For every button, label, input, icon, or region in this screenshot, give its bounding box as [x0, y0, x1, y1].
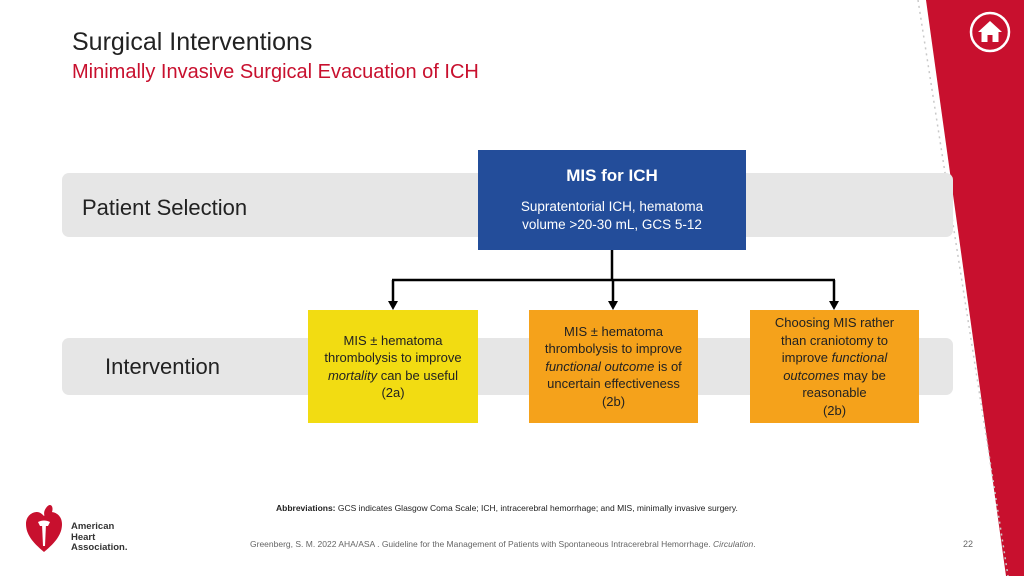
recommendation-line: Choosing MIS rather	[774, 315, 895, 330]
abbreviations-text: GCS indicates Glasgow Coma Scale; ICH, i…	[335, 503, 738, 513]
aha-logo-text: American Heart Association.	[71, 521, 128, 554]
recommendation-line: (2b)	[601, 393, 626, 409]
mis-for-ich-criteria: Supratentorial ICH, hematoma volume >20-…	[478, 198, 746, 234]
abbreviations-note: Abbreviations: GCS indicates Glasgow Com…	[276, 503, 738, 513]
criteria-line-2: volume >20-30 mL, GCS 5-12	[522, 217, 702, 232]
page-subtitle: Minimally Invasive Surgical Evacuation o…	[72, 61, 479, 83]
home-button[interactable]	[969, 11, 1011, 53]
recommendation-line: (2b)	[822, 402, 847, 418]
recommendation-line: improve functional	[781, 350, 888, 365]
recommendation-line: uncertain effectiveness	[547, 376, 680, 392]
recommendation-line: thrombolysis to improve	[544, 341, 683, 357]
recommendation-line: MIS ± hematoma	[343, 332, 443, 348]
criteria-line-1: Supratentorial ICH, hematoma	[520, 199, 704, 214]
mis-for-ich-box: MIS for ICH Supratentorial ICH, hematoma…	[478, 150, 746, 250]
arrowhead-right	[829, 301, 839, 310]
mis-for-ich-heading: MIS for ICH	[566, 166, 658, 185]
page-title: Surgical Interventions	[72, 28, 313, 56]
intervention-label: Intervention	[105, 354, 220, 379]
abbreviations-label: Abbreviations:	[276, 503, 336, 513]
home-icon	[969, 11, 1011, 53]
patient-selection-label: Patient Selection	[82, 195, 248, 220]
citation-text: Greenberg, S. M. 2022 AHA/ASA . Guidelin…	[250, 539, 714, 549]
logo-line-3: Association.	[71, 542, 128, 553]
heart-torch-logo-icon	[26, 505, 62, 552]
recommendation-line: thrombolysis to improve	[324, 350, 462, 365]
recommendation-line: functional outcome is of	[545, 358, 682, 374]
citation-journal: Circulation	[713, 539, 754, 549]
recommendation-line: (2a)	[381, 385, 405, 400]
recommendation-line: mortality can be useful	[327, 367, 459, 383]
arrowhead-left	[388, 301, 398, 310]
recommendation-line: outcomes may be	[783, 367, 886, 383]
page-number: 22	[963, 539, 974, 549]
recommendation-box-2b-craniotomy: Choosing MIS rather than craniotomy to imp…	[750, 310, 919, 423]
recommendation-line: than craniotomy to	[781, 332, 888, 348]
recommendation-line: reasonable	[802, 385, 867, 400]
logo-line-2: Heart	[71, 531, 96, 543]
recommendation-line: MIS ± hematoma	[564, 323, 663, 339]
arrowhead-center	[608, 301, 618, 310]
recommendation-box-2a: MIS ± hematoma thrombolysis to improve mor…	[308, 310, 478, 423]
logo-line-1: American	[71, 521, 115, 532]
citation-footer: Greenberg, S. M. 2022 AHA/ASA . Guidelin…	[250, 539, 756, 549]
